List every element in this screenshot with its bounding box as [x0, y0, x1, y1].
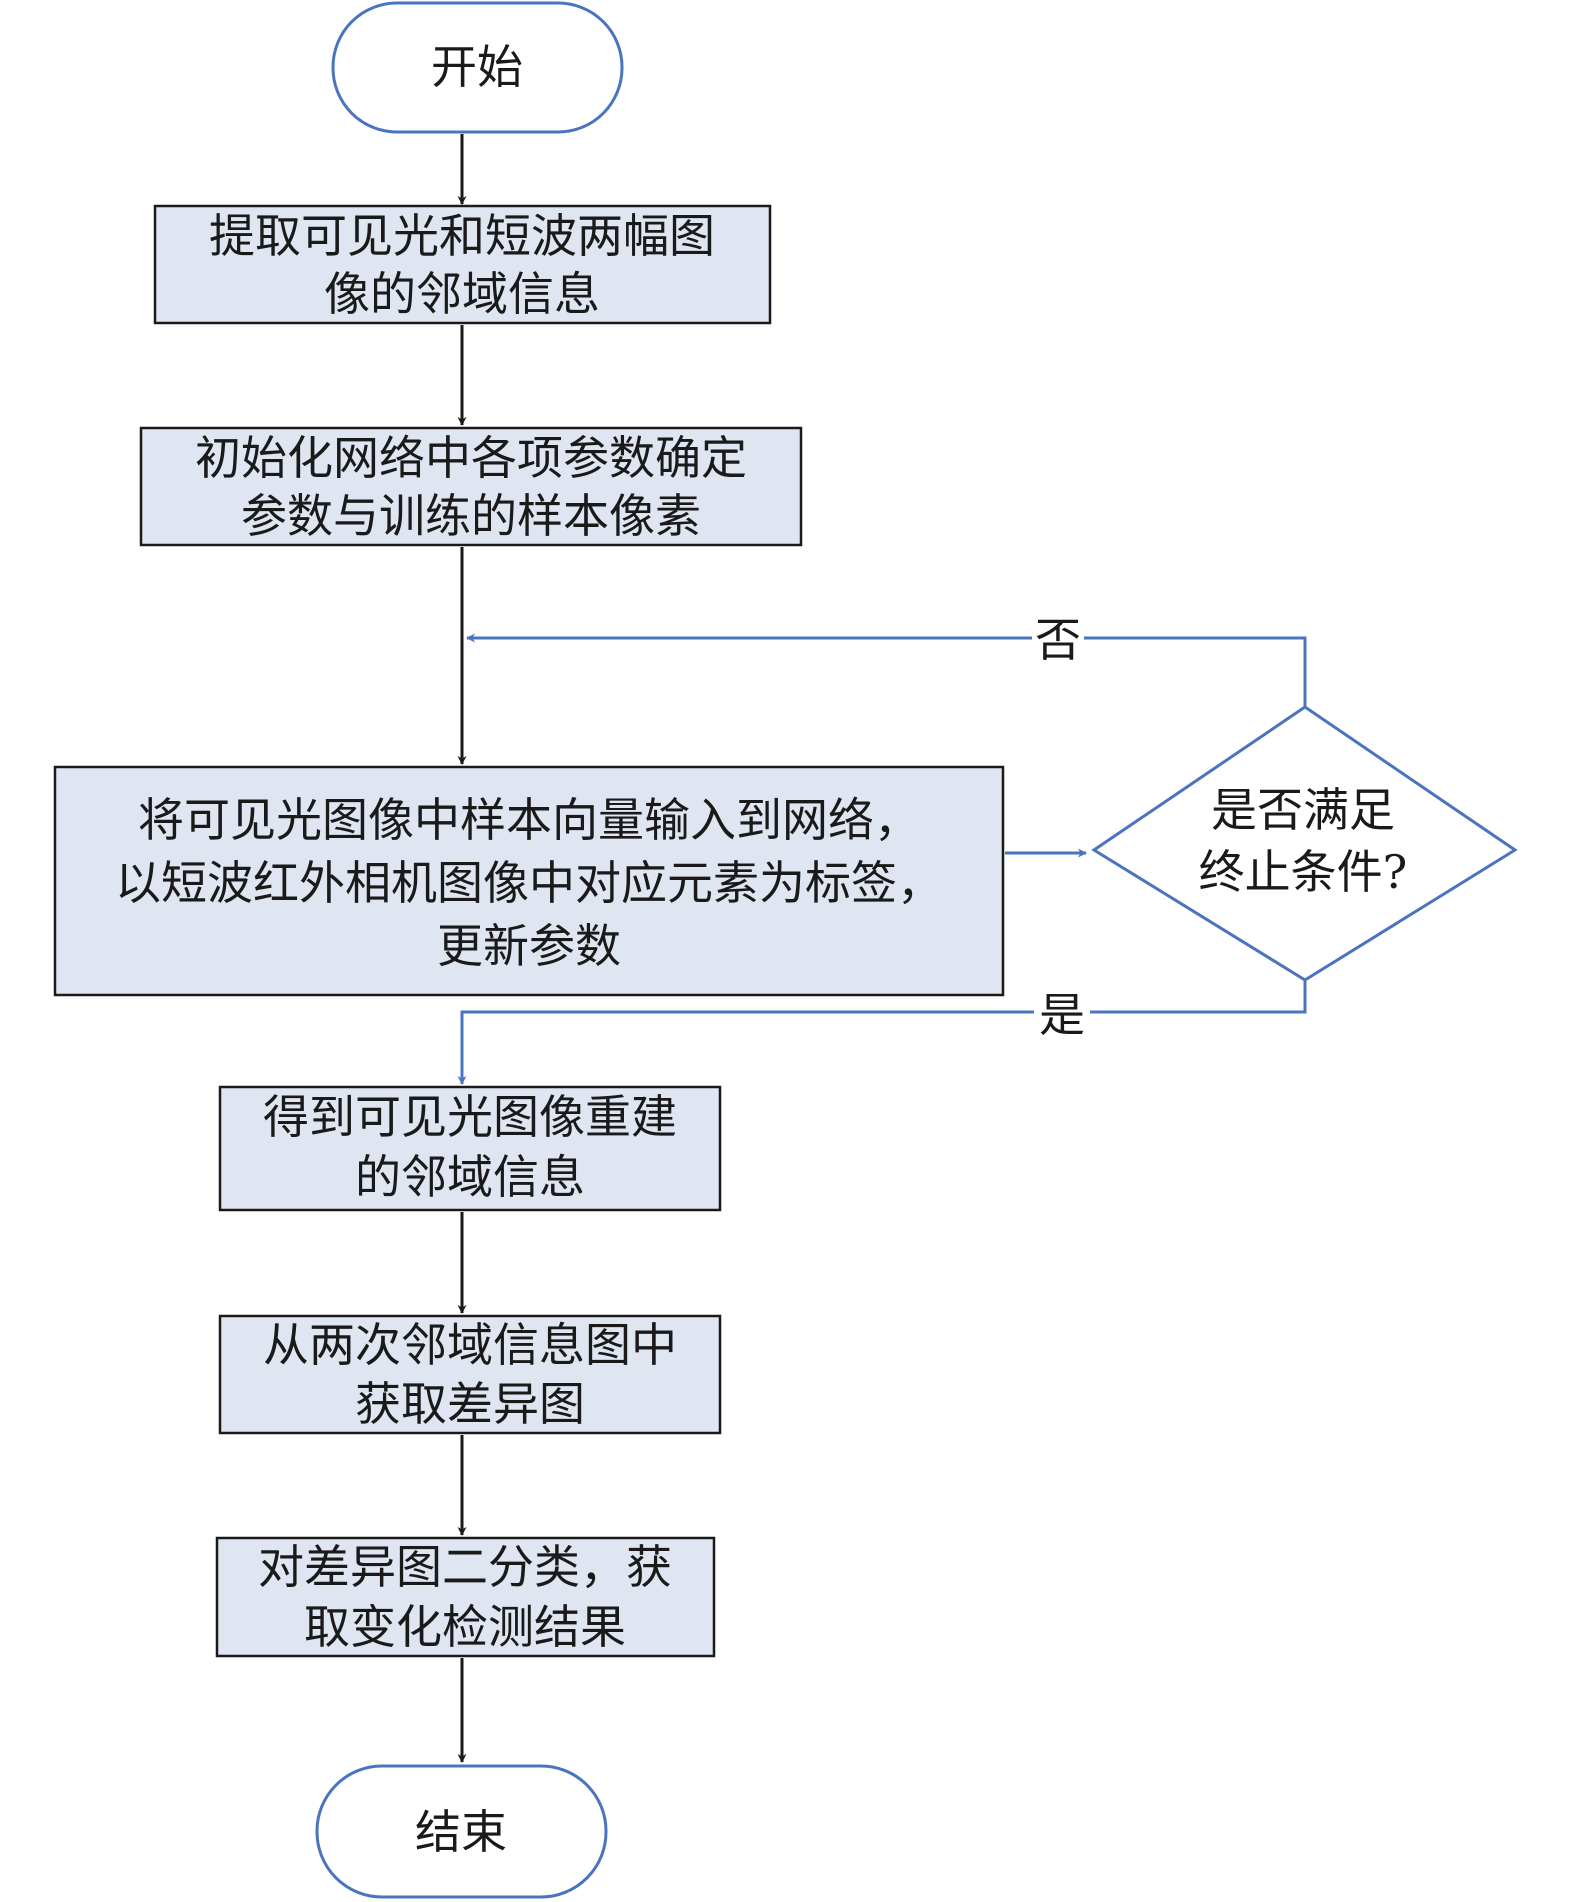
step-5-line-1: 从两次邻域信息图中: [263, 1318, 677, 1372]
step-6-line-1: 对差异图二分类，获: [258, 1540, 672, 1594]
step-2-box: [139, 426, 803, 547]
step-3-line-2: 以短波红外相机图像中对应元素为标签，: [115, 856, 943, 910]
yes-label-bg: [1034, 990, 1090, 1040]
no-label-bg: [1032, 612, 1084, 664]
step-3-box: [53, 765, 1005, 997]
decision-diamond: [1091, 705, 1518, 982]
step-6-box: [215, 1536, 716, 1658]
yes-label: 是: [1039, 988, 1085, 1042]
step-4-line-2: 的邻域信息: [355, 1150, 585, 1204]
edge-decision-no-loop: [466, 633, 1307, 707]
step-2-line-1: 初始化网络中各项参数确定: [195, 431, 747, 485]
step-3-line-1: 将可见光图像中样本向量输入到网络，: [138, 793, 920, 847]
decision-line-2: 终止条件?: [1199, 845, 1408, 899]
step-1-line-2: 像的邻域信息: [324, 267, 600, 321]
no-label: 否: [1035, 613, 1081, 667]
end-terminal: [315, 1764, 608, 1899]
step-5-line-2: 获取差异图: [355, 1377, 585, 1431]
end-label: 结束: [415, 1805, 507, 1859]
step-1-box: [153, 204, 772, 325]
step-6-line-2: 取变化检测结果: [304, 1600, 626, 1654]
step-3-line-3: 更新参数: [437, 919, 621, 973]
start-label: 开始: [431, 40, 523, 94]
step-4-line-1: 得到可见光图像重建: [263, 1090, 677, 1144]
step-5-box: [218, 1314, 722, 1435]
step-2-line-2: 参数与训练的样本像素: [241, 489, 701, 543]
step-1-line-1: 提取可见光和短波两幅图: [209, 209, 715, 263]
start-terminal: [331, 1, 624, 134]
decision-line-1: 是否满足: [1211, 783, 1395, 837]
edge-decision-yes: [457, 980, 1307, 1085]
step-4-box: [218, 1085, 722, 1212]
